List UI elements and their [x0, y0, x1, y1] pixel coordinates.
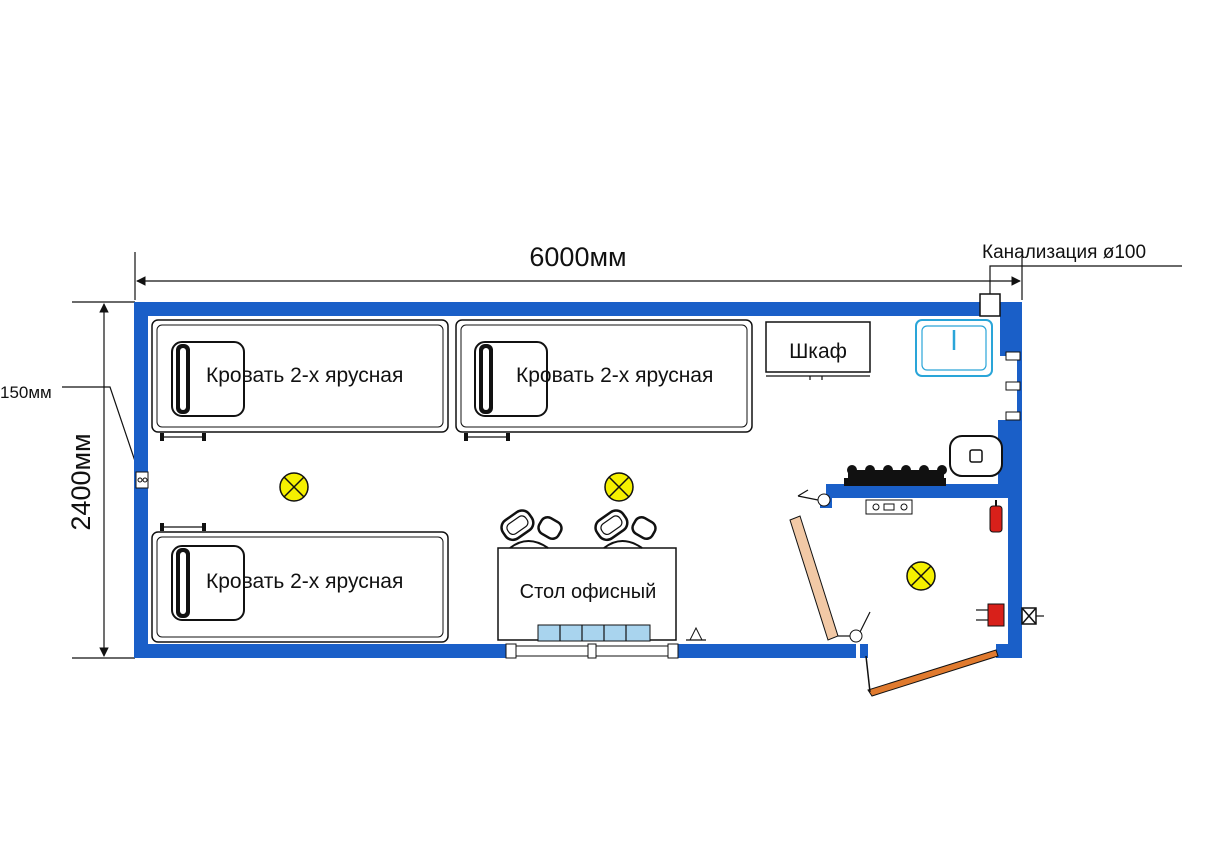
chair-icon	[594, 509, 657, 549]
stove-icon	[844, 465, 947, 486]
window-icon	[505, 626, 706, 659]
width-label: 2400мм	[66, 433, 96, 530]
wall-thickness-label: 150мм	[0, 383, 52, 402]
bed-3-label: Кровать 2-х ярусная	[206, 570, 403, 593]
lamp-icon	[906, 561, 936, 591]
lamp-icon	[604, 472, 634, 502]
outlet-icon	[135, 471, 149, 489]
bed-2-label: Кровать 2-х ярусная	[516, 364, 713, 387]
radiator-icon	[537, 624, 651, 642]
fire-extinguisher-icon	[989, 500, 1003, 533]
sewer-outlet	[979, 293, 1001, 317]
lamp-icon	[279, 472, 309, 502]
wardrobe: Шкаф	[765, 321, 871, 380]
dimension-wall: 150мм	[0, 383, 141, 477]
bed-1-label: Кровать 2-х ярусная	[206, 364, 403, 387]
bunk-bed-3: Кровать 2-х ярусная	[151, 523, 449, 643]
bunk-bed-1: Кровать 2-х ярусная	[151, 319, 449, 441]
dimension-width: 2400мм	[66, 301, 135, 659]
length-label: 6000мм	[529, 242, 626, 272]
toilet-icon	[949, 435, 1003, 477]
desk-label: Стол офисный	[520, 581, 657, 603]
door-icon	[789, 489, 999, 697]
sewer-label: Канализация ø100	[982, 242, 1146, 263]
socket-icon	[865, 499, 913, 515]
chair-icon	[500, 509, 563, 549]
heater-icon	[976, 603, 1005, 627]
dimension-length: 6000мм	[134, 242, 1023, 300]
wardrobe-label: Шкаф	[789, 340, 847, 363]
valve-icon	[1021, 607, 1044, 625]
bunk-bed-2: Кровать 2-х ярусная	[455, 319, 753, 441]
sewer-callout: Канализация ø100	[982, 242, 1182, 304]
sink-icon	[915, 319, 993, 377]
